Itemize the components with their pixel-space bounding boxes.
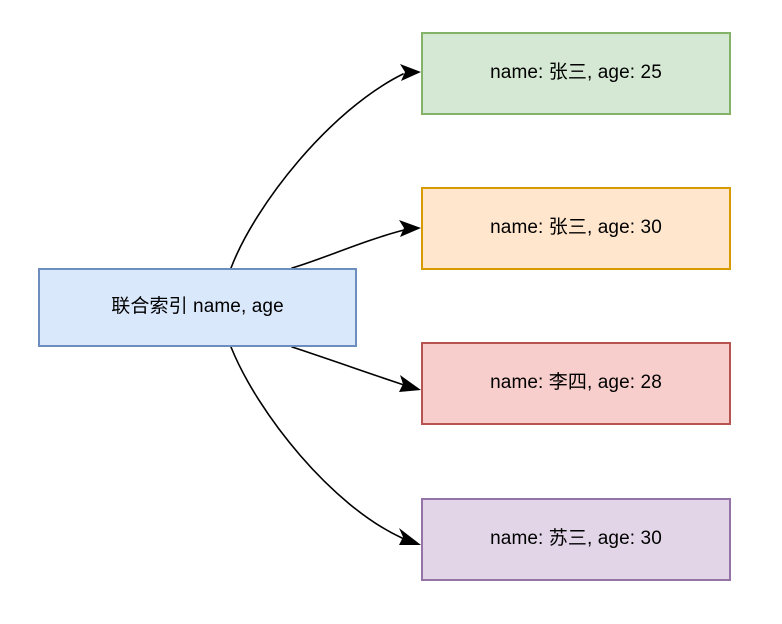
edge-index-to-row-2 [291,346,421,392]
edge-index-to-row-3 [230,346,421,545]
index-entry-label-2: name: 张三, age: 30 [490,217,662,239]
composite-index-label: 联合索引 name, age [111,296,284,318]
index-entry-label-4: name: 苏三, age: 30 [490,528,662,550]
arrowhead-icon [399,375,421,392]
arrowhead-icon [399,528,421,545]
index-entry-label-1: name: 张三, age: 25 [490,62,662,84]
arrowhead-icon [400,64,421,81]
index-entry-node-1[interactable]: name: 张三, age: 25 [421,32,731,115]
arrowhead-icon [399,220,421,237]
edge-index-to-row-1 [291,220,421,269]
index-entry-node-3[interactable]: name: 李四, age: 28 [421,342,731,425]
composite-index-node[interactable]: 联合索引 name, age [38,268,357,347]
index-entry-node-4[interactable]: name: 苏三, age: 30 [421,498,731,581]
index-entry-label-3: name: 李四, age: 28 [490,372,662,394]
index-entry-node-2[interactable]: name: 张三, age: 30 [421,187,731,270]
edge-index-to-row-0 [230,64,421,269]
